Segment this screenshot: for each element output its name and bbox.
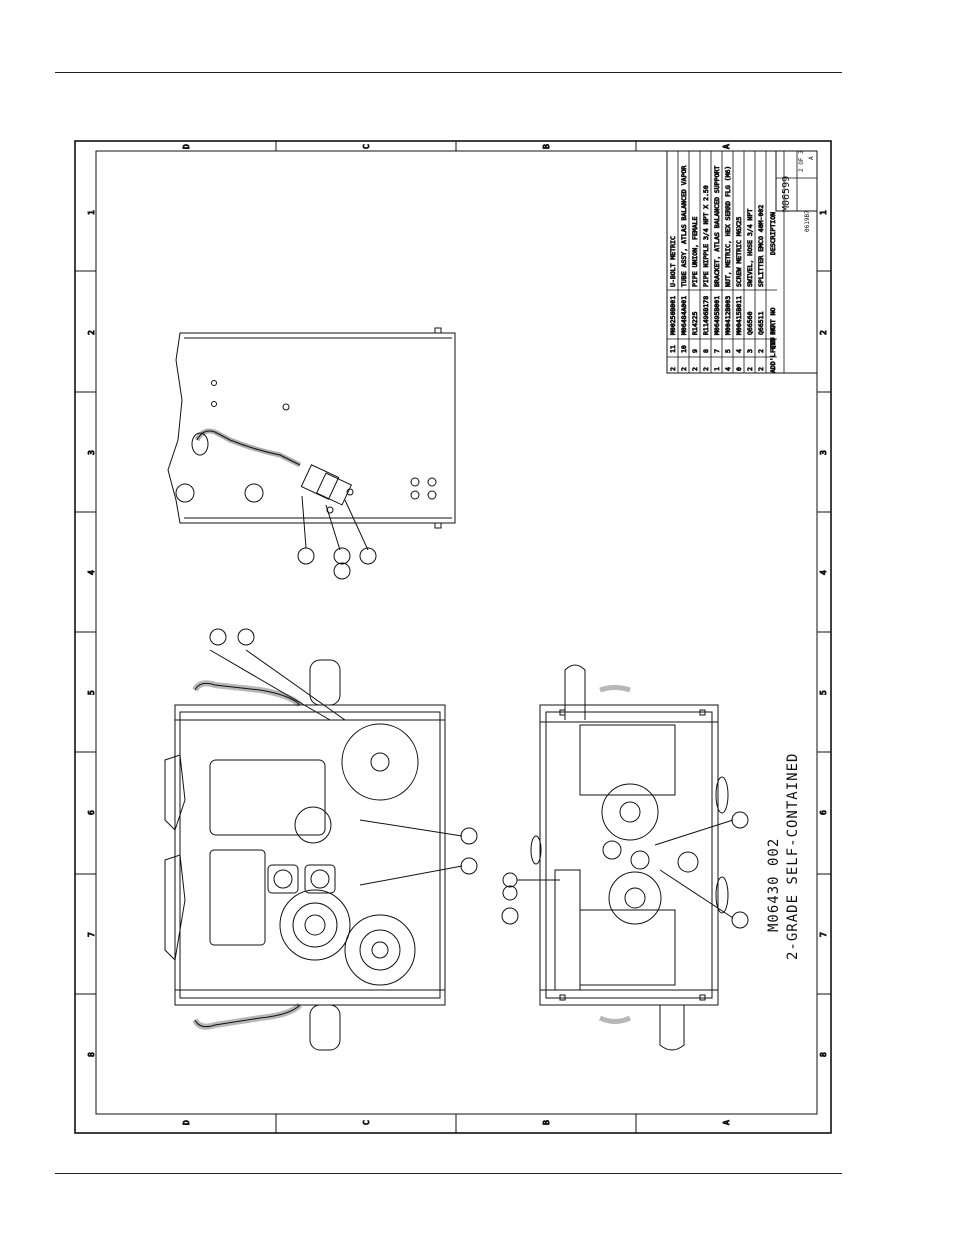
parts-find-no: 7 [713, 349, 721, 353]
parts-part-no: M06484A001 [680, 296, 688, 335]
parts-find-no: 11 [669, 345, 677, 353]
zone-letter-top: D [182, 144, 191, 149]
parts-find-no: 3 [746, 349, 754, 353]
zone-number-right: 1 [819, 210, 828, 215]
parts-part-no: Q66511 [757, 311, 765, 335]
parts-header-description: DESCRIPTION [769, 212, 777, 255]
zone-number-right: 7 [819, 932, 828, 937]
zone-number-right: 3 [819, 450, 828, 455]
parts-description: PIPE UNION, FEMALE [691, 216, 699, 287]
parts-description: BRACKET, ATLAS BALANCED SUPPORT [713, 166, 721, 287]
inner-border [95, 150, 818, 1115]
zone-letter-bottom: D [182, 1120, 191, 1125]
top-page-rule [55, 72, 842, 73]
hydraulic-top-view [164, 628, 478, 1051]
zone-letter-top: A [722, 144, 731, 149]
parts-qty: 2 [691, 367, 699, 371]
hydraulic-side-view [501, 664, 749, 1051]
bottom-page-rule [55, 1173, 842, 1174]
cage-code: 0619B7 [804, 210, 811, 232]
parts-part-no: R14225 [691, 311, 699, 335]
parts-description: SWIVEL, HOSE 3/4 NPT [746, 209, 754, 287]
assembly-title-line1: M06430 002 [766, 838, 782, 932]
parts-find-no: 9 [691, 349, 699, 353]
parts-find-no: 10 [680, 345, 688, 353]
parts-qty: 2 [680, 367, 688, 371]
parts-qty: 1 [713, 367, 721, 371]
parts-description: TUBE ASSY, ATLAS BALANCED VAPOR [680, 166, 688, 287]
parts-qty: 2 [746, 367, 754, 371]
parts-qty: 2 [702, 367, 710, 371]
parts-header-part: PART NO [769, 308, 777, 335]
zone-number-left: 8 [87, 1052, 96, 1057]
zone-number-left: 6 [87, 810, 96, 815]
parts-description: U-BOLT METRIC [669, 236, 677, 287]
zone-letter-bottom: B [542, 1120, 551, 1125]
parts-find-no: 2 [757, 349, 765, 353]
parts-find-no: 8 [702, 349, 710, 353]
bracket-view [167, 327, 456, 580]
title-block: M06599 0619B7 2 OF 3 A [775, 150, 818, 232]
zone-number-left: 3 [87, 450, 96, 455]
zone-number-right: 2 [819, 330, 828, 335]
parts-find-no: 5 [724, 349, 732, 353]
zone-number-left: 1 [87, 210, 96, 215]
zone-number-right: 6 [819, 810, 828, 815]
parts-qty: 4 [724, 367, 732, 371]
zone-number-right: 5 [819, 690, 828, 695]
parts-part-no: M00250B001 [669, 296, 677, 335]
zone-number-left: 4 [87, 570, 96, 575]
outer-border [74, 140, 832, 1134]
assembly-title-line2: 2-GRADE SELF-CONTAINED [785, 753, 801, 960]
parts-qty: 0 [735, 367, 743, 371]
zone-letter-top: B [542, 144, 551, 149]
parts-part-no: R11496B178 [702, 296, 710, 335]
parts-part-no: M06495B001 [713, 296, 721, 335]
zone-letter-bottom: C [362, 1120, 371, 1125]
parts-description: NUT, METRIC, HEX SERRD FLG (M6) [724, 166, 732, 287]
zone-number-left: 7 [87, 932, 96, 937]
revision: A [808, 156, 815, 160]
parts-header-qty: ADD'L QTY [769, 338, 777, 373]
zone-letter-bottom: A [722, 1120, 731, 1125]
drawing-number: M06599 [781, 176, 792, 212]
zone-number-left: 2 [87, 330, 96, 335]
parts-description: SPLITTER EMCO 40M-002 [757, 205, 765, 287]
parts-part-no: Q66560 [746, 311, 754, 335]
zone-number-right: 8 [819, 1052, 828, 1057]
parts-part-no: M00412B003 [724, 296, 732, 335]
zone-number-right: 4 [819, 570, 828, 575]
parts-part-no: M00415B011 [735, 296, 743, 335]
parts-description: PIPE NIPPLE 3/4 NPT X 2.50 [702, 185, 710, 287]
parts-description: SCREW METRIC M6X25 [735, 216, 743, 287]
sheet-number: 2 OF 3 [798, 150, 805, 172]
parts-header-find: FIND NO [769, 326, 777, 353]
zone-letter-top: C [362, 144, 371, 149]
zone-number-left: 5 [87, 690, 96, 695]
parts-qty: 2 [669, 367, 677, 371]
parts-find-no: 4 [735, 349, 743, 353]
parts-qty: 2 [757, 367, 765, 371]
